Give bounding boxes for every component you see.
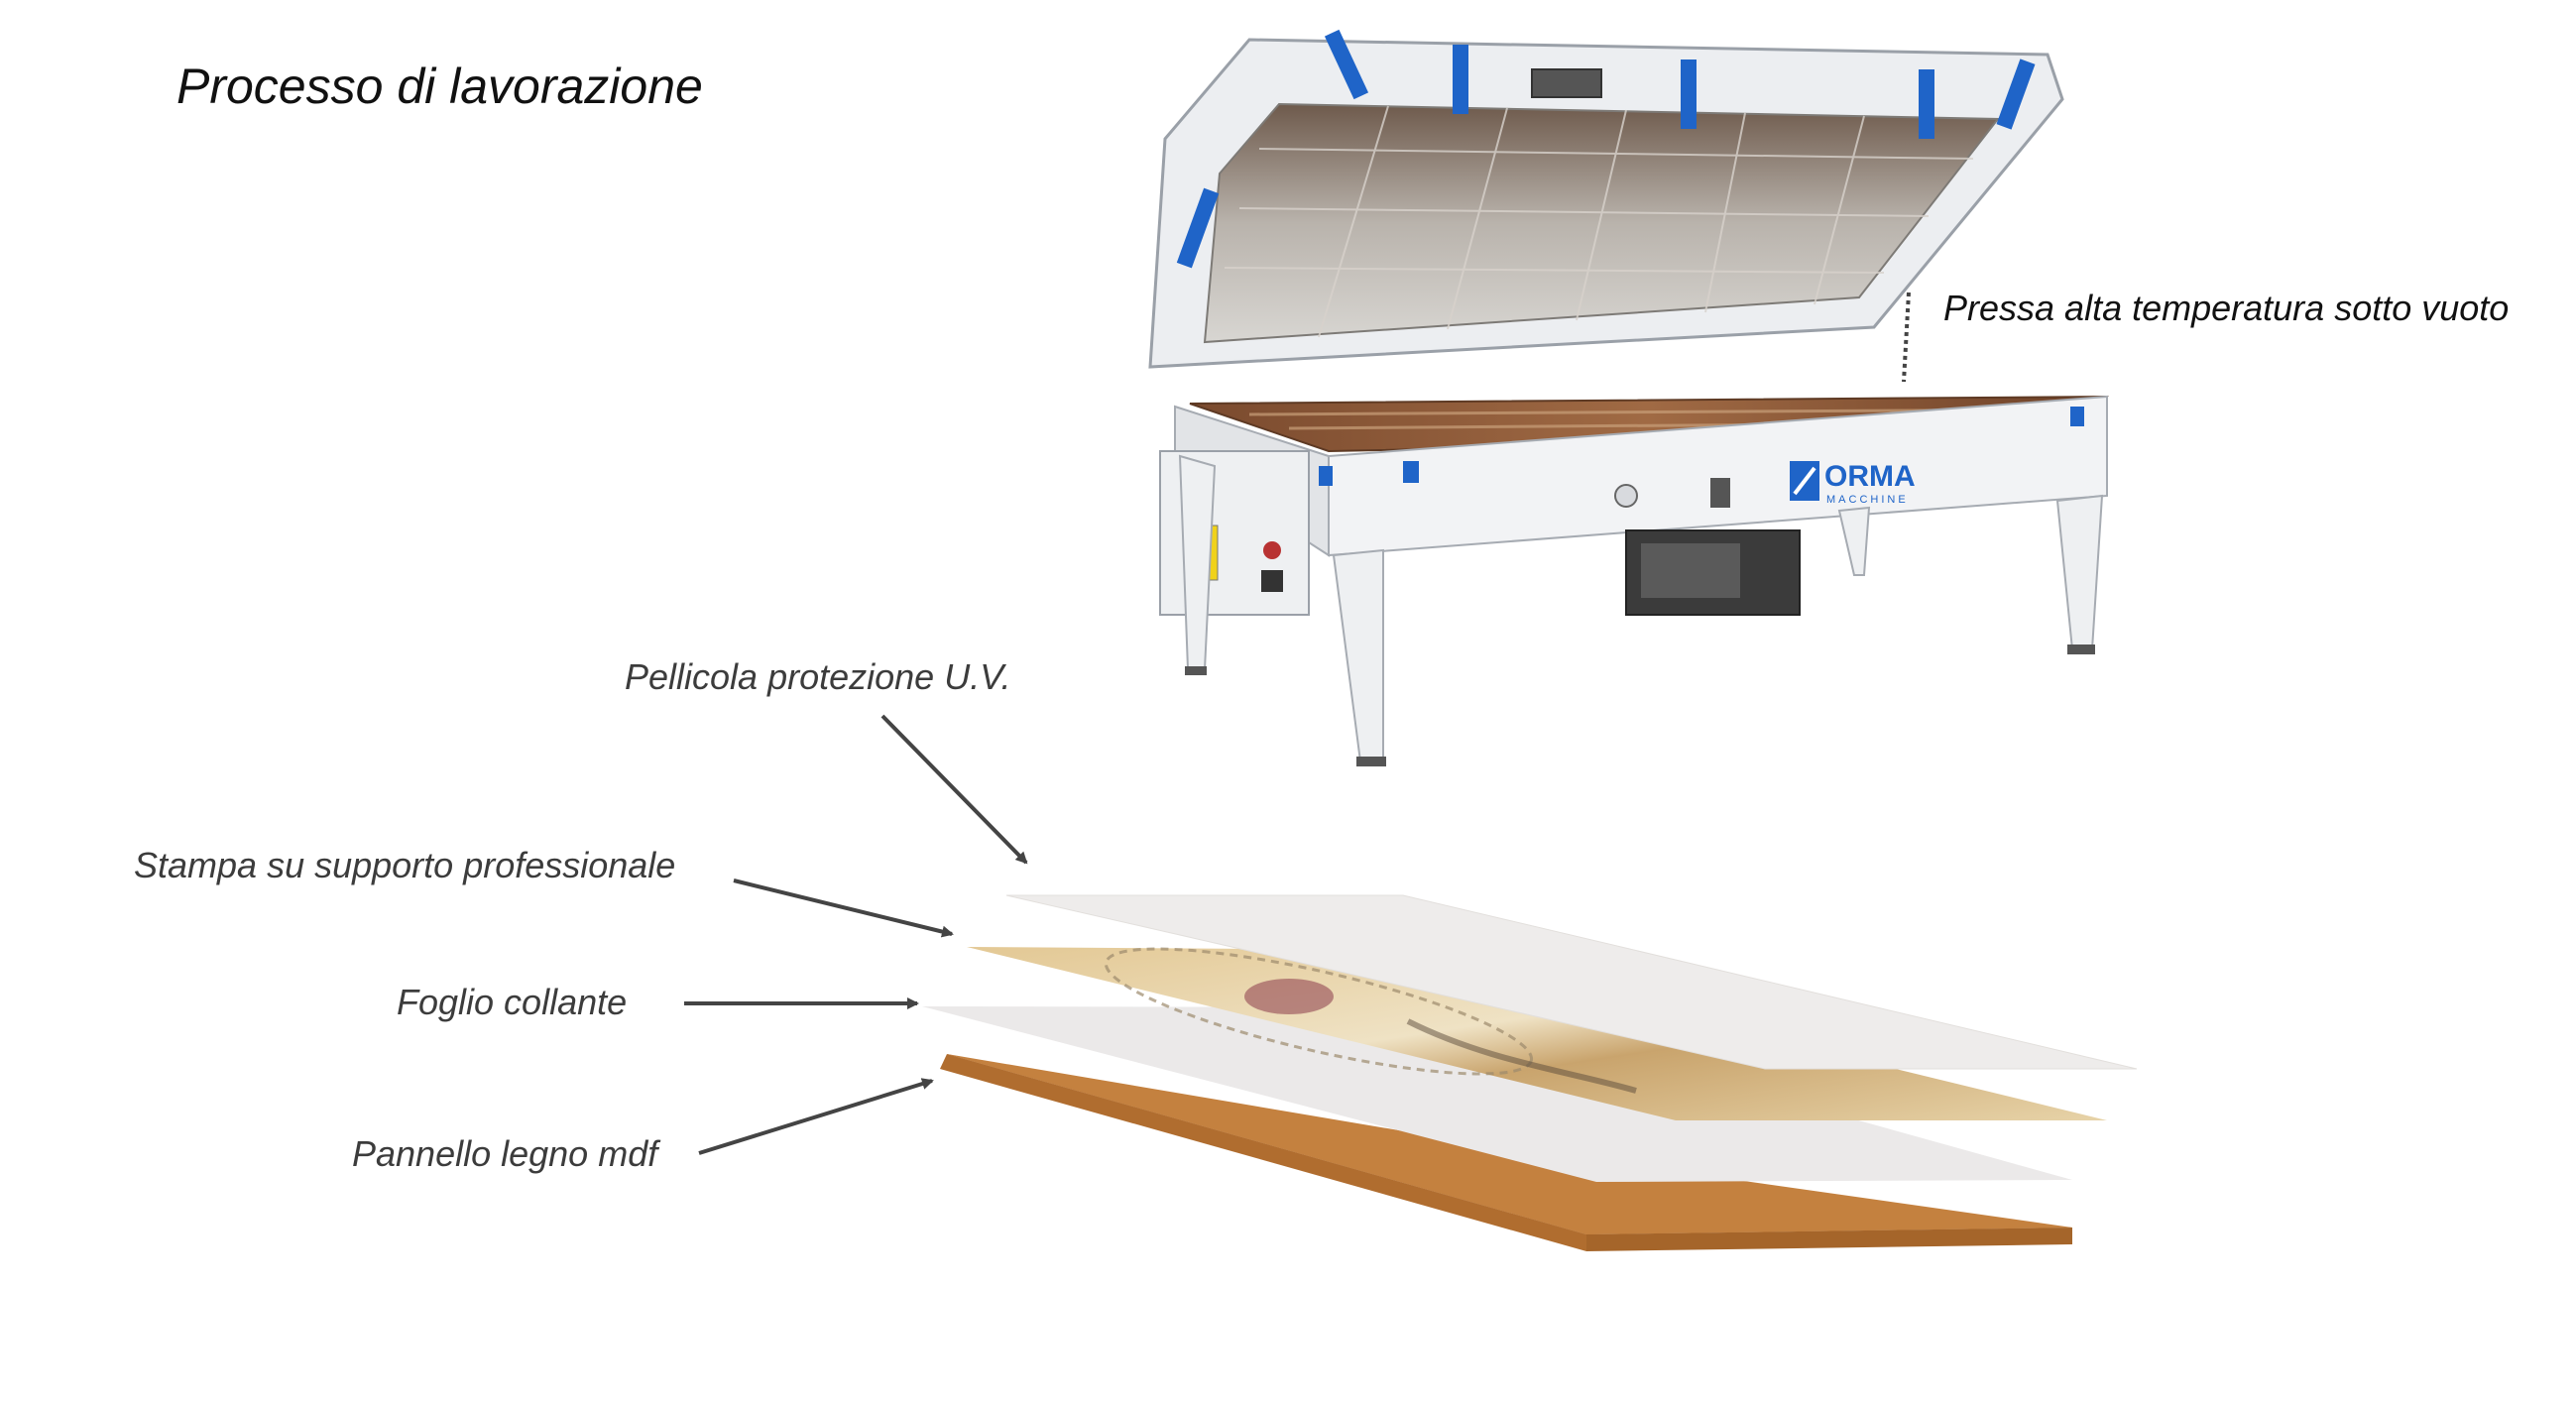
layer-label-uv-film: Pellicola protezione U.V. (625, 656, 1011, 697)
arrow-film (880, 714, 1028, 865)
vacuum-press-machine: ORMA MACCHINE (1148, 29, 2109, 766)
layer-stack (922, 894, 2138, 1251)
pointer-arrows (684, 714, 1028, 1155)
press-lid-clamps (1176, 29, 2036, 269)
layer-label-mdf-panel: Pannello legno mdf (352, 1133, 658, 1174)
press-legs (1178, 454, 2104, 762)
layer-mdf-edge (940, 1054, 1586, 1251)
layer-mdf-top-main (947, 1054, 2072, 1234)
arrow-mdf (698, 1078, 934, 1155)
layer-label-printed-support: Stampa su supporto professionale (134, 845, 676, 885)
press-table-front (1328, 395, 2108, 557)
layer-label-glue-sheet: Foglio collante (397, 982, 628, 1022)
diagram-title: Processo di lavorazione (176, 59, 703, 114)
brand-subtitle: MACCHINE (1826, 494, 1909, 506)
layer-uv-film (1006, 895, 2137, 1069)
press-lid-inner (1203, 102, 2001, 344)
layer-glue-sheet (922, 1006, 2072, 1182)
orma-brand-logo: ORMA MACCHINE (1790, 460, 1916, 506)
press-label: Pressa alta temperatura sotto vuoto (1943, 288, 2510, 328)
brand-name: ORMA (1824, 460, 1916, 493)
arrow-print (733, 878, 954, 938)
press-lid-handle (1531, 68, 1602, 98)
press-lid-grid (1224, 105, 1974, 338)
